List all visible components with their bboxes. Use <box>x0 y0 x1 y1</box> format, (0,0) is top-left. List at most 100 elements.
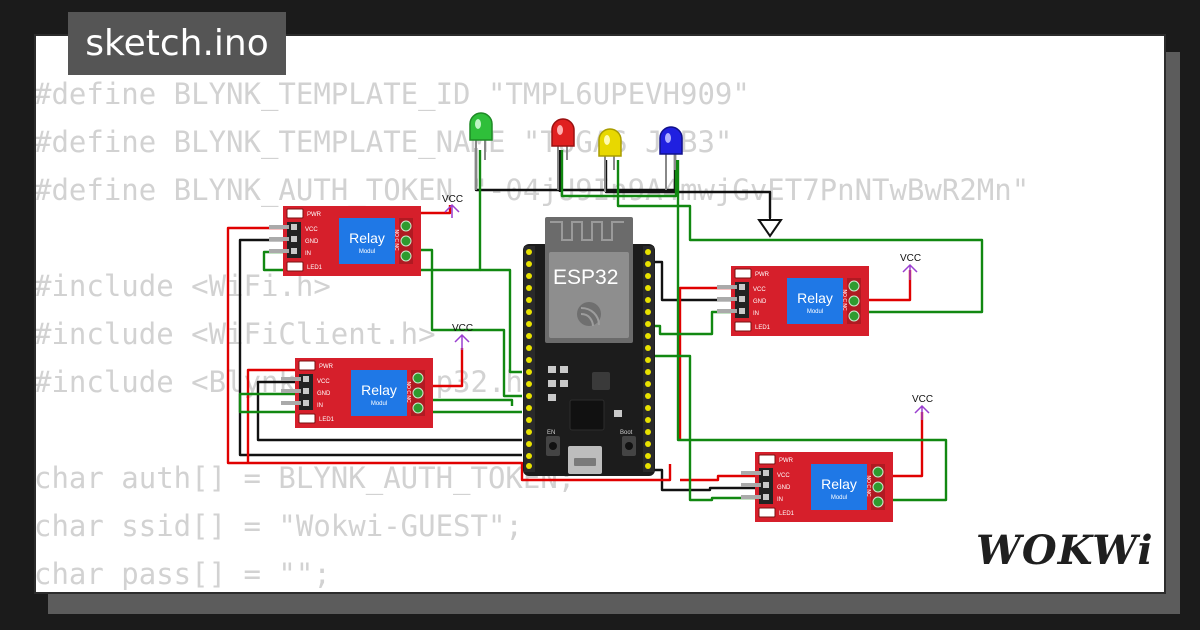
relay-pin-head <box>303 388 309 394</box>
relay2-gnd-wire <box>648 260 733 302</box>
relay1-in-wire-b <box>480 268 522 374</box>
relay-pin-label: VCC <box>753 287 766 293</box>
relay1-vcc-wire <box>226 226 672 482</box>
code-line: char ssid[] = "Wokwi-GUEST"; <box>34 509 523 543</box>
relay-box <box>811 464 867 510</box>
file-tab[interactable]: sketch.ino <box>68 12 286 75</box>
espressif-logo <box>577 302 601 327</box>
terminal-label: NO C NC <box>405 381 411 403</box>
relay-pin-head <box>763 494 769 500</box>
relay4-vcc-terminal-wire <box>888 412 924 478</box>
terminal-screw <box>848 295 860 307</box>
relay-subtitle: Modul <box>831 495 847 501</box>
relay-pin-label: GND <box>777 485 791 491</box>
led-blue[interactable] <box>659 126 683 190</box>
relay-box <box>339 218 395 264</box>
esp32-left-header <box>524 246 535 472</box>
esp32-board[interactable]: ESP32 EN Boot <box>523 217 655 476</box>
relay4-gnd-wire <box>648 468 758 492</box>
relay-subtitle: Modul <box>371 401 387 407</box>
pwr-led <box>298 360 316 371</box>
led-yellow[interactable] <box>598 128 622 192</box>
relay-pin-head <box>739 308 745 314</box>
pwr-label: PWR <box>755 272 770 278</box>
terminal-screw <box>400 220 412 232</box>
led-label: LED1 <box>755 325 771 331</box>
en-label: EN <box>547 430 555 436</box>
status-led <box>734 321 752 332</box>
relay-pin-label: IN <box>317 403 323 409</box>
status-led <box>286 261 304 272</box>
vcc-label: VCC <box>452 323 473 334</box>
relay-pin <box>269 237 289 241</box>
relay2-in-wire <box>648 310 733 336</box>
code-background: #define BLYNK_TEMPLATE_ID "TMPL6UPEVH909… <box>34 70 1029 598</box>
ground-symbol <box>757 218 783 238</box>
status-led <box>758 507 776 518</box>
pwr-led <box>734 268 752 279</box>
pwr-led <box>286 208 304 219</box>
relay-pin-head <box>291 248 297 254</box>
pwr-label: PWR <box>779 458 794 464</box>
relay-title: Relay <box>349 230 385 246</box>
pwr-label: PWR <box>319 364 334 370</box>
wokwi-logo: WOKWi <box>976 526 1154 576</box>
terminal-screw <box>848 280 860 292</box>
terminal-screw <box>872 466 884 478</box>
relay-pin-label: IN <box>305 251 311 257</box>
led-red[interactable] <box>551 118 575 190</box>
relay3-terminal-wire <box>414 398 514 406</box>
relay-pin <box>741 495 761 499</box>
relay-pin <box>717 309 737 313</box>
relay-pin-head <box>291 236 297 242</box>
terminal-screw <box>848 310 860 322</box>
relay-pin <box>741 483 761 487</box>
relay4-vcc-wire <box>680 474 758 482</box>
relay-box <box>787 278 843 324</box>
terminal-screw <box>872 496 884 508</box>
vcc-label: VCC <box>442 194 463 205</box>
relay-pin-head <box>303 400 309 406</box>
vcc-symbol: VCC <box>912 394 933 420</box>
relay3-vcc-wire <box>246 368 300 462</box>
vcc-symbol: VCC <box>900 253 921 280</box>
relay2-vcc-wire <box>678 286 733 440</box>
terminal-screw <box>872 481 884 493</box>
relay-pin-label: IN <box>777 497 783 503</box>
code-line: #include <WiFiClient.h> <box>34 317 436 351</box>
relay1-terminal-wire <box>414 248 522 398</box>
code-line: char pass[] = ""; <box>34 557 331 591</box>
relay2-vcc-terminal-wire <box>866 270 912 302</box>
relay-pin <box>281 401 301 405</box>
esp32-chip <box>592 372 610 390</box>
relay-pin-label: VCC <box>777 473 790 479</box>
vcc-label: VCC <box>912 394 933 405</box>
relay2-terminal-wire <box>616 160 984 314</box>
relay-pin-label: VCC <box>317 379 330 385</box>
relay-pin-label: IN <box>753 311 759 317</box>
vcc-label: VCC <box>900 253 921 264</box>
relay-pin-head <box>763 482 769 488</box>
relay-pin <box>717 285 737 289</box>
terminal-label: NO C NC <box>865 475 871 497</box>
vcc-symbol: VCC <box>452 323 473 350</box>
terminal-screw <box>412 372 424 384</box>
relay-pin <box>281 389 301 393</box>
relay-pin-head <box>303 376 309 382</box>
esp32-right-header <box>643 246 654 472</box>
esp32-shield <box>549 252 629 338</box>
esp32-usb-chip <box>569 399 605 431</box>
relay-pin-label: GND <box>317 391 331 397</box>
terminal-screw <box>412 387 424 399</box>
led-green[interactable] <box>469 112 493 190</box>
led-wire <box>560 150 678 198</box>
file-tab-title: sketch.ino <box>85 23 269 64</box>
led-label: LED1 <box>779 511 795 517</box>
terminal-label: NO C NC <box>841 289 847 311</box>
relay4-terminal-wire <box>676 160 948 502</box>
